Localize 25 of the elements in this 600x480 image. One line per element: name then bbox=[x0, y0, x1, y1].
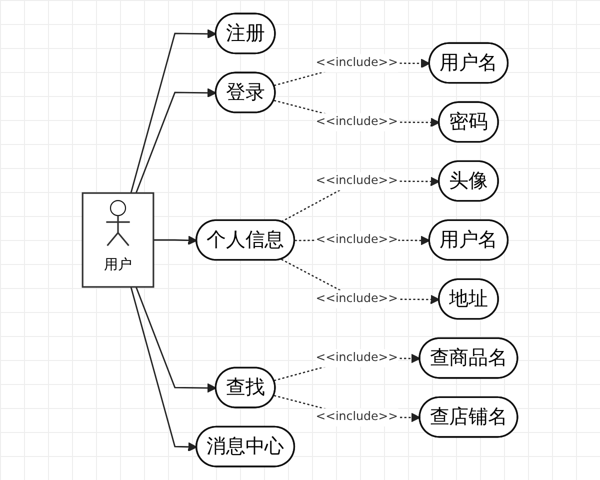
arrow bbox=[130, 286, 198, 452]
use-case-oval: 密码 bbox=[438, 101, 499, 143]
use-case-oval: 查店铺名 bbox=[418, 396, 518, 438]
use-case-oval: 用户名 bbox=[428, 219, 509, 261]
edge-label: <<include>> bbox=[316, 291, 398, 306]
use-case-oval: 个人信息 bbox=[196, 219, 296, 261]
edge-label: <<include>> bbox=[316, 350, 398, 364]
edge-label: <<include>> bbox=[316, 173, 398, 188]
actor-box: 用户 bbox=[82, 192, 154, 288]
use-case-oval: 头像 bbox=[438, 160, 499, 202]
use-case-oval: 登录 bbox=[214, 72, 276, 114]
arrow bbox=[130, 29, 217, 194]
edge-label: <<include>> bbox=[316, 114, 398, 128]
arrow bbox=[153, 236, 198, 246]
edge-label: <<include>> bbox=[316, 232, 398, 246]
edge-label: <<include>> bbox=[316, 409, 398, 424]
use-case-oval: 查商品名 bbox=[418, 337, 518, 379]
use-case-oval: 消息中心 bbox=[196, 426, 296, 468]
use-case-oval: 用户名 bbox=[428, 42, 509, 84]
arrow bbox=[135, 88, 217, 194]
arrow bbox=[135, 286, 217, 393]
use-case-oval: 查找 bbox=[214, 366, 276, 408]
edge-label: <<include>> bbox=[316, 55, 398, 70]
use-case-oval: 注册 bbox=[214, 12, 276, 54]
use-case-oval: 地址 bbox=[438, 278, 499, 320]
